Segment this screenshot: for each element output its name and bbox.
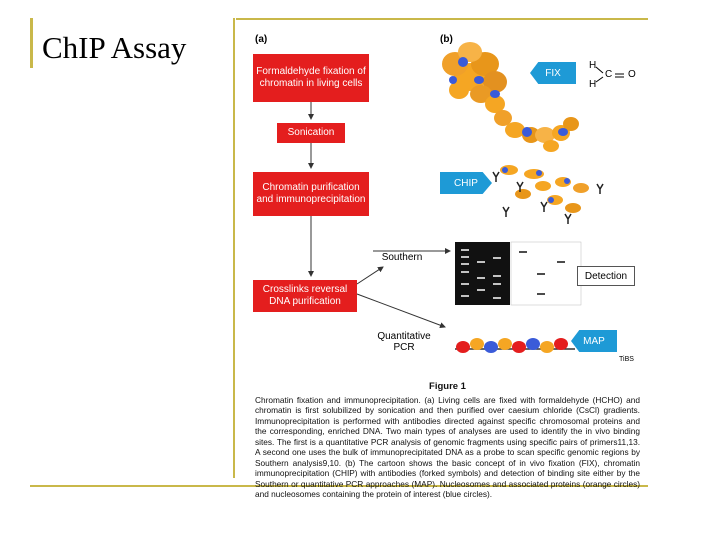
bond [595, 66, 604, 74]
step-fixation: Formaldehyde fixation of chromatin in li… [253, 54, 369, 102]
callout-detection: Detection [577, 266, 635, 286]
callout-chip: CHIP [440, 172, 492, 194]
antibody-symbols [492, 171, 604, 224]
panel-a-label: (a) [255, 34, 268, 45]
decorative-line [30, 18, 33, 68]
gel-bands [461, 249, 501, 299]
gel-image [455, 242, 510, 305]
caption-title: Figure 1 [429, 381, 466, 392]
pcr-nucleosomes [456, 338, 568, 353]
figure-graphics [308, 42, 624, 353]
step-immunoprecipitation: Chromatin purification and immunoprecipi… [253, 172, 369, 216]
journal-mark: TiBS [619, 356, 634, 363]
formula-c: C [605, 69, 613, 80]
chromatin-cluster [442, 42, 579, 152]
branch-arrow [356, 293, 446, 329]
formula-o: O [628, 69, 636, 80]
callout-fix: FIX [530, 62, 576, 84]
formula-h-bottom: H [589, 79, 597, 90]
formula-h-top: H [589, 60, 597, 71]
decorative-line [233, 18, 235, 478]
decorative-line [30, 485, 648, 487]
label-southern: Southern [381, 252, 423, 263]
step-crosslink-reversal: Crosslinks reversal DNA purification [253, 280, 357, 312]
callout-map: MAP [571, 330, 617, 352]
chromatin-fragments [500, 165, 589, 213]
figure-caption: Figure 1 Chromatin fixation and immunopr… [255, 381, 640, 500]
panel-b-label: (b) [440, 34, 453, 45]
blot-bands [519, 251, 565, 295]
step-sonication: Sonication [277, 123, 345, 143]
figure: (a) (b) Formaldehyde fixation of chromat… [245, 22, 648, 375]
slide-title: ChIP Assay [42, 30, 187, 65]
bond [595, 76, 604, 83]
branch-arrow [356, 266, 384, 285]
decorative-line [236, 18, 648, 20]
caption-text: Chromatin fixation and immunoprecipitati… [255, 394, 640, 500]
label-quantitative-pcr: Quantitative PCR [377, 331, 431, 353]
